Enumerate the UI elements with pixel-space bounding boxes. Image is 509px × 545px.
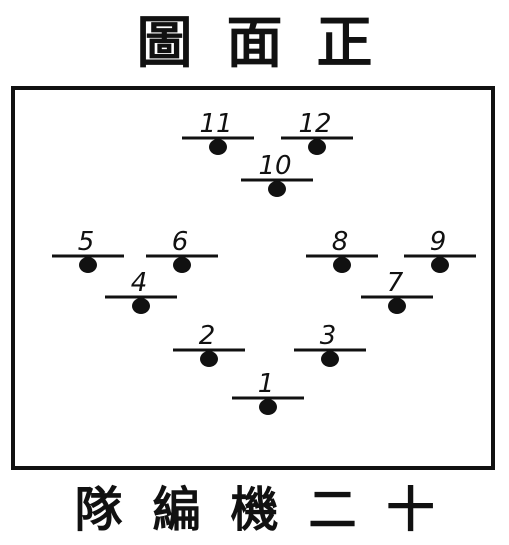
aircraft-number-label: 8 xyxy=(332,227,349,257)
aircraft-body-dot xyxy=(79,257,97,273)
aircraft-4: 4 xyxy=(105,268,177,314)
aircraft-1: 1 xyxy=(232,369,304,415)
aircraft-body-dot xyxy=(431,257,449,273)
aircraft-number-label: 7 xyxy=(387,268,404,298)
aircraft-3: 3 xyxy=(294,321,366,367)
aircraft-6: 6 xyxy=(146,227,218,273)
diagram-frame xyxy=(11,86,495,470)
diagram-title: 圖面正 xyxy=(136,10,407,76)
aircraft-8: 8 xyxy=(306,227,378,273)
aircraft-9: 9 xyxy=(404,227,476,273)
aircraft-body-dot xyxy=(308,139,326,155)
aircraft-number-label: 6 xyxy=(172,227,189,257)
aircraft-number-label: 2 xyxy=(199,321,216,351)
aircraft-11: 11 xyxy=(182,109,254,155)
aircraft-number-label: 3 xyxy=(320,321,337,351)
aircraft-body-dot xyxy=(200,351,218,367)
aircraft-5: 5 xyxy=(52,227,124,273)
aircraft-body-dot xyxy=(321,351,339,367)
aircraft-number-label: 1 xyxy=(258,369,275,399)
aircraft-10: 10 xyxy=(241,151,313,197)
aircraft-number-label: 5 xyxy=(78,227,95,257)
aircraft-body-dot xyxy=(209,139,227,155)
aircraft-body-dot xyxy=(268,181,286,197)
aircraft-number-label: 10 xyxy=(258,151,291,181)
aircraft-body-dot xyxy=(259,399,277,415)
aircraft-7: 7 xyxy=(361,268,433,314)
aircraft-body-dot xyxy=(333,257,351,273)
aircraft-12: 12 xyxy=(281,109,353,155)
aircraft-body-dot xyxy=(173,257,191,273)
aircraft-number-label: 4 xyxy=(131,268,148,298)
diagram-caption: 隊編機二十 xyxy=(74,482,465,538)
aircraft-number-label: 11 xyxy=(199,109,232,139)
aircraft-body-dot xyxy=(388,298,406,314)
aircraft-2: 2 xyxy=(173,321,245,367)
aircraft-number-label: 9 xyxy=(430,227,447,257)
aircraft-number-label: 12 xyxy=(298,109,331,139)
aircraft-body-dot xyxy=(132,298,150,314)
